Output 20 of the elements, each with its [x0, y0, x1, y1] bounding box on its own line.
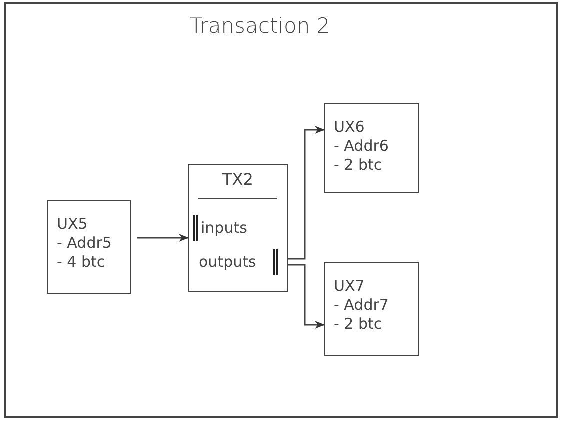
arrow	[137, 234, 189, 242]
outputs-label: outputs	[199, 253, 256, 271]
list-item: - Addr5	[57, 234, 112, 252]
box-heading: UX5	[57, 215, 88, 233]
arrow	[288, 126, 325, 260]
output-box	[324, 103, 419, 193]
list-item: - 2 btc	[334, 156, 382, 174]
list-item: - 4 btc	[57, 253, 106, 271]
box-heading: TX2	[222, 171, 254, 189]
diagram-title: Transaction 2	[190, 14, 330, 38]
list-item: - Addr7	[334, 296, 389, 314]
output-box	[47, 200, 131, 294]
output-box	[324, 262, 419, 356]
inputs-label: inputs	[201, 219, 248, 237]
transaction-box	[188, 164, 288, 292]
box-heading: UX6	[334, 118, 365, 136]
list-item: - 2 btc	[334, 315, 382, 333]
box-heading: UX7	[334, 277, 365, 295]
arrow	[288, 264, 325, 329]
list-item: - Addr6	[334, 137, 389, 155]
